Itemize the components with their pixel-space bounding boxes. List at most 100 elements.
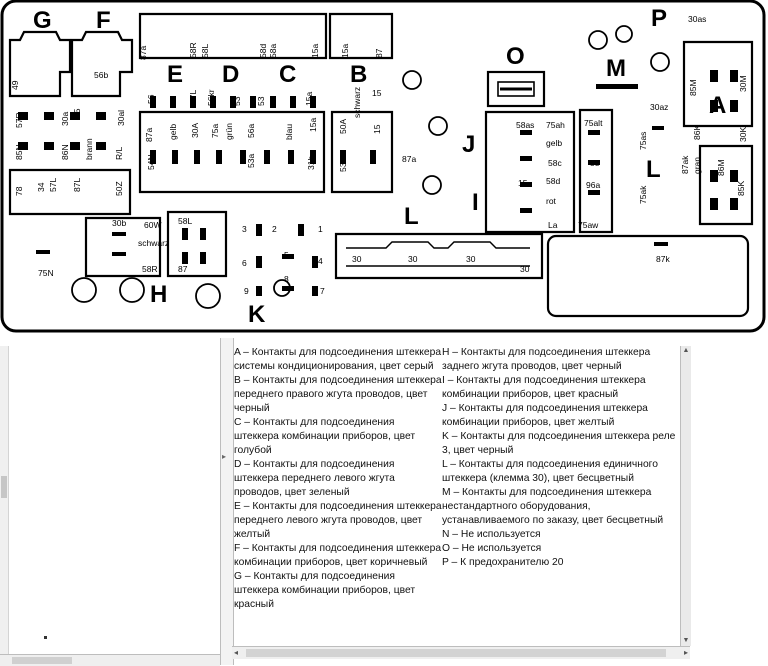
legend-item-n: N – Не используется xyxy=(442,529,541,540)
terminal-label: 53G xyxy=(338,156,348,172)
terminal-label: 87a xyxy=(144,128,154,142)
legend-item-k: K – Контакты для подсоединения штеккера … xyxy=(442,431,676,456)
terminal-label: 50A xyxy=(338,119,348,134)
connector-h xyxy=(84,216,162,278)
terminal-number: 3 xyxy=(242,224,247,234)
terminal-label: 53 xyxy=(256,96,266,106)
terminal-label: 87 xyxy=(178,264,188,274)
section-label-g: G xyxy=(33,7,52,34)
terminal-number: 6 xyxy=(242,258,247,268)
connector-b-middle xyxy=(330,110,394,194)
terminal-label: 49 xyxy=(10,80,20,90)
pane-splitter[interactable]: ▸ xyxy=(220,338,234,665)
terminal-label: 87L xyxy=(72,178,82,192)
terminal-label: 15 xyxy=(518,178,528,188)
scroll-left-icon[interactable]: ◂ xyxy=(234,648,239,657)
bus-terminal-label: 30 xyxy=(466,254,476,264)
section-label-d: D xyxy=(222,61,239,88)
section-label-l: L xyxy=(404,203,419,230)
empty-slot-box xyxy=(546,234,750,318)
terminal-label: 34 xyxy=(36,182,46,192)
terminal-label: 75N xyxy=(38,268,54,278)
legend-item-m: M – Контакты для подсоединения штеккера … xyxy=(442,487,664,526)
terminal-label: 87 xyxy=(374,48,384,58)
legend-horizontal-scrollbar[interactable]: ◂ ▸ xyxy=(232,646,690,659)
section-label-n: M xyxy=(606,55,626,82)
fuse-box-diagram: G F E D C B O M P A J I L L H K xyxy=(0,0,766,333)
terminal-label: R/L xyxy=(114,147,124,161)
terminal-label: 58c xyxy=(548,158,562,168)
scroll-down-icon[interactable]: ▼ xyxy=(682,637,690,644)
legend-vertical-scrollbar[interactable]: ▲ ▼ xyxy=(680,346,691,646)
left-hscroll-thumb[interactable] xyxy=(12,657,72,664)
terminal-label: 60W xyxy=(144,220,161,230)
left-horizontal-scrollbar[interactable] xyxy=(0,654,220,666)
legend-text: A – Контакты для подсоединения штеккера … xyxy=(234,346,678,646)
terminal-number: 8 xyxy=(284,274,289,284)
legend-item-o: O – Не используется xyxy=(442,543,542,554)
mount-hole xyxy=(402,70,422,90)
legend-item-f: F – Контакты для подсоединения штеккера … xyxy=(234,543,442,568)
terminal-label: 87ak xyxy=(680,155,690,174)
mount-hole xyxy=(422,175,442,195)
terminal-label: 30M xyxy=(738,75,748,92)
bus-terminal-label: 30 xyxy=(352,254,362,264)
section-label-h: H xyxy=(150,281,167,308)
scroll-right-icon[interactable]: ▸ xyxy=(683,648,688,657)
connector-top-b xyxy=(328,12,394,60)
terminal-number: 4 xyxy=(318,256,323,266)
splitter-arrow-icon: ▸ xyxy=(222,452,227,461)
terminal-label: 58R xyxy=(188,42,198,58)
mount-hole xyxy=(71,277,97,303)
terminal-label: 30A xyxy=(190,123,200,138)
terminal-label: 15a xyxy=(310,44,320,58)
connector-o xyxy=(486,70,546,108)
legend-item-p: P – К предохранителю 20 xyxy=(442,557,564,568)
terminal-label: 58L xyxy=(178,216,192,226)
section-label-m: L xyxy=(646,156,661,183)
section-label-j: J xyxy=(462,131,475,158)
terminal-label: 30al xyxy=(116,110,126,126)
mount-hole xyxy=(650,52,670,72)
connector-right-col xyxy=(578,108,614,234)
terminal-label: 30b xyxy=(112,218,126,228)
terminal-label: 58a xyxy=(268,44,278,58)
terminal-label: 15a xyxy=(304,92,314,106)
legend-item-d: D – Контакты для подсоединения штеккера … xyxy=(234,459,395,498)
terminal-label: 87a xyxy=(402,154,416,164)
terminal-label: 56kr xyxy=(206,89,216,106)
left-empty-pane xyxy=(0,346,221,665)
terminal-slots xyxy=(18,70,738,296)
terminal-label: 75ak xyxy=(638,185,648,204)
legend-item-c: C – Контакты для подсоединения штеккера … xyxy=(234,417,416,456)
connector-l-bus xyxy=(334,232,544,280)
connector-j-i xyxy=(484,110,576,234)
terminal-label: 58as xyxy=(516,120,534,130)
section-label-i: I xyxy=(472,189,479,216)
terminal-label: 15a xyxy=(340,44,350,58)
bus-terminal-label: 30 xyxy=(408,254,418,264)
terminal-label: gelb xyxy=(546,138,562,148)
fuse-board-outline xyxy=(0,0,766,333)
scroll-up-icon[interactable]: ▲ xyxy=(682,347,690,354)
terminal-label: 30as xyxy=(688,14,706,24)
terminal-label: 85M xyxy=(688,79,698,96)
connector-g xyxy=(8,30,72,98)
terminal-label: 15a xyxy=(308,118,318,132)
connector-n-bar xyxy=(596,84,638,89)
left-scroll-thumb[interactable] xyxy=(1,476,7,498)
terminal-label: 56b xyxy=(94,70,108,80)
left-vertical-scrollbar[interactable] xyxy=(0,346,9,665)
mount-hole xyxy=(195,283,221,309)
terminal-label: 53 xyxy=(232,96,242,106)
legend-hscroll-thumb[interactable] xyxy=(246,649,666,657)
terminal-label: 87L xyxy=(188,90,198,104)
bullet-mark xyxy=(44,636,47,639)
section-label-b: B xyxy=(350,61,367,88)
terminal-label: 58L xyxy=(200,44,210,58)
section-label-k: K xyxy=(248,301,266,328)
terminal-label: 96a xyxy=(586,180,600,190)
terminal-number: 2 xyxy=(272,224,277,234)
terminal-label: 85K xyxy=(736,181,746,196)
legend-item-g: G – Контакты для подсоединения штеккера … xyxy=(234,571,416,610)
